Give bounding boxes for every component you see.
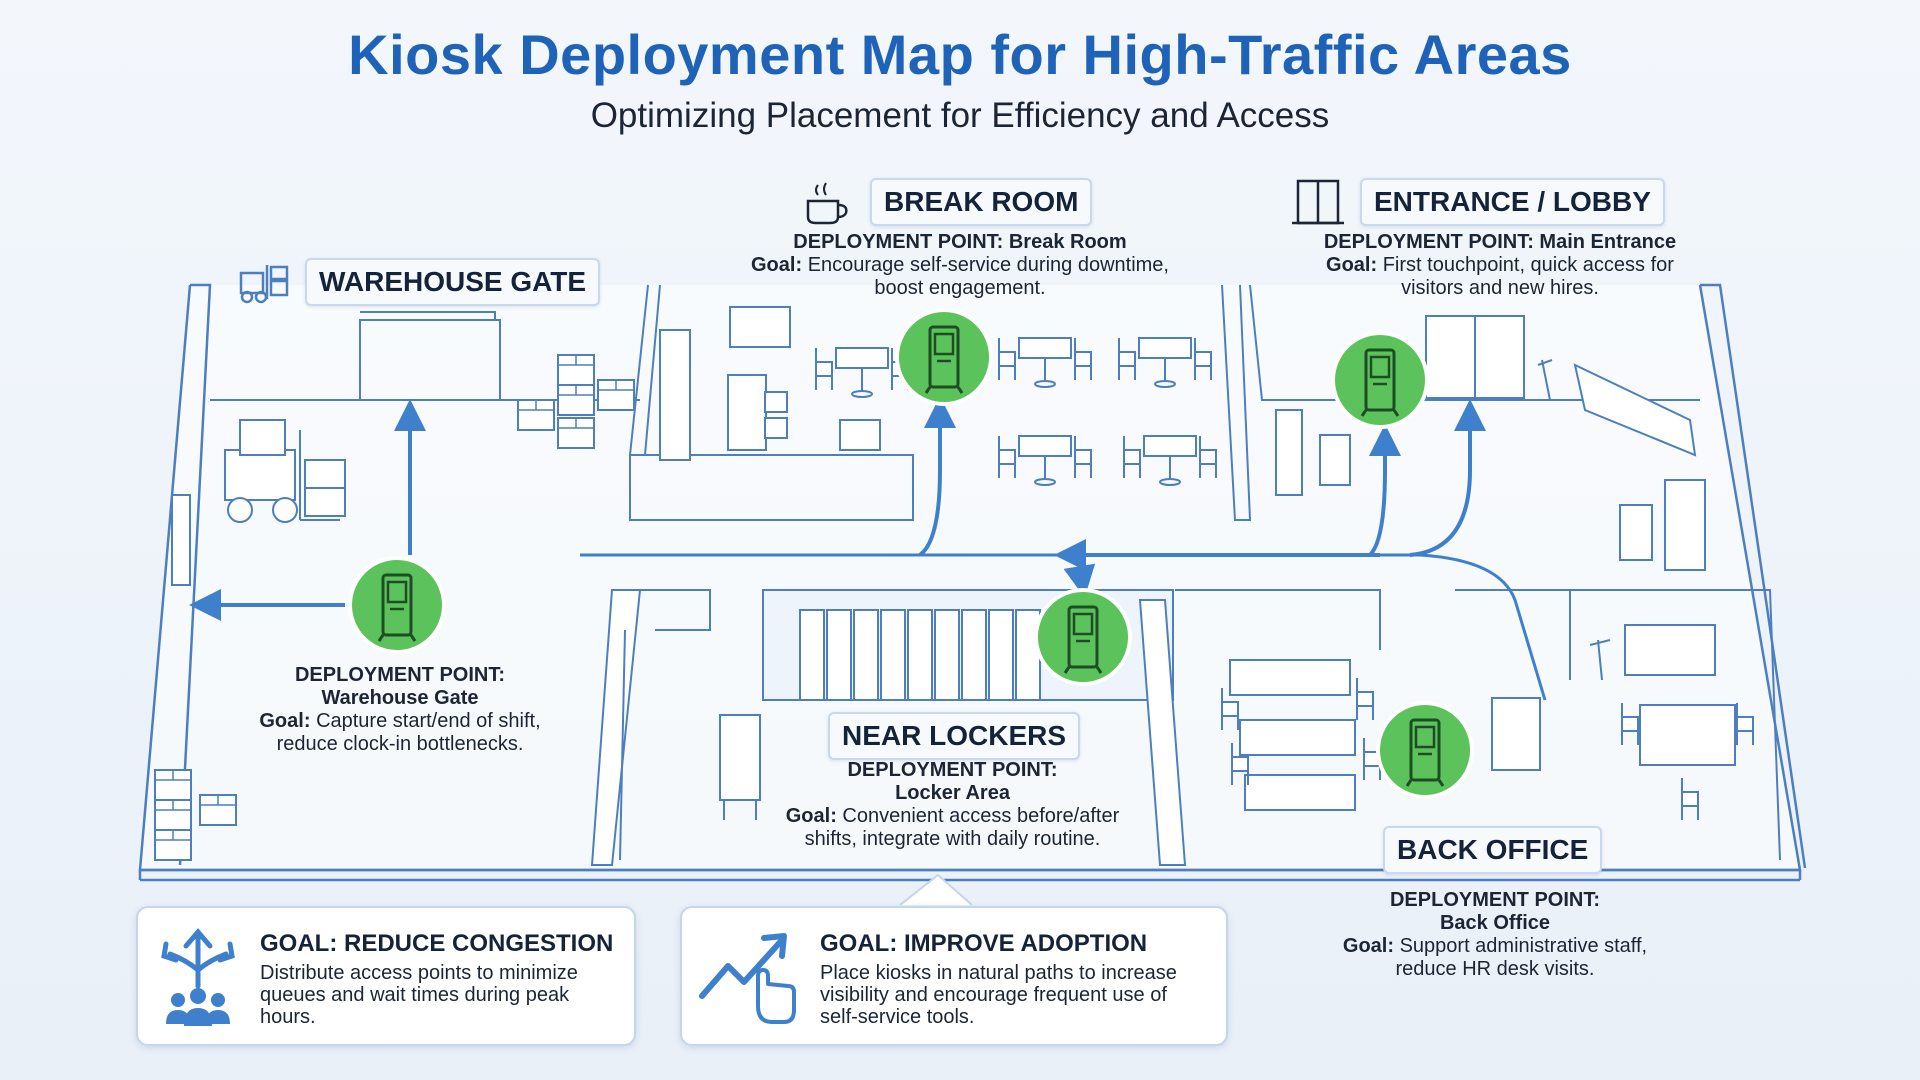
traffic-flow: [189, 396, 1547, 701]
lobby-area: [1249, 284, 1706, 571]
warehouse-gate-label-text: WAREHOUSE GATE: [305, 258, 601, 306]
lockers-goal-line2: shifts, integrate with daily routine.: [804, 828, 1101, 850]
warehouse-area: [154, 311, 640, 861]
lockers-deployment-prefix: DEPLOYMENT POINT:: [847, 759, 1058, 781]
card-congestion-line3: hours.: [260, 1006, 316, 1028]
lockers-goal-prefix: Goal:: [785, 805, 837, 827]
break-room-goal-prefix: Goal:: [751, 254, 803, 276]
back-office-label-text: BACK OFFICE: [1383, 826, 1603, 874]
door-icon: [1292, 179, 1344, 225]
break-room-area: [628, 284, 1252, 521]
entrance-deployment: DEPLOYMENT POINT: Main Entrance: [1323, 231, 1677, 253]
kiosk-break-room[interactable]: [895, 308, 993, 406]
card-improve-adoption: GOAL: IMPROVE ADOPTION Place kiosks in n…: [680, 906, 1228, 1046]
lockers-area: [590, 589, 1187, 866]
back-office-goal-prefix: Goal:: [1342, 935, 1395, 957]
entrance-goal-line1: First touchpoint, quick access for: [1382, 254, 1674, 276]
split-arrows-crowd-icon: [161, 928, 235, 1026]
break-room-label: BREAK ROOM: [800, 178, 1093, 226]
growth-arrow-hand-icon: [699, 933, 796, 1024]
page-subtitle: Optimizing Placement for Efficiency and …: [590, 96, 1330, 135]
break-room-deployment: DEPLOYMENT POINT: Break Room: [793, 231, 1127, 253]
lockers-description: DEPLOYMENT POINT: Locker Area Goal: Conv…: [740, 759, 1165, 851]
back-office-label: BACK OFFICE: [1383, 826, 1603, 874]
lockers-deployment-name: Locker Area: [895, 782, 1010, 804]
warehouse-gate-label: WAREHOUSE GATE: [235, 258, 601, 306]
card-congestion-line2: queues and wait times during peak: [260, 984, 570, 1006]
back-office-description: DEPLOYMENT POINT: Back Office Goal: Supp…: [1310, 889, 1680, 981]
lockers-label: NEAR LOCKERS: [828, 712, 1081, 760]
warehouse-description: DEPLOYMENT POINT: Warehouse Gate Goal: C…: [215, 664, 585, 756]
lockers-label-text: NEAR LOCKERS: [828, 712, 1081, 760]
page-title: Kiosk Deployment Map for High-Traffic Ar…: [348, 23, 1572, 86]
card-congestion-line1: Distribute access points to minimize: [260, 962, 578, 984]
back-office-deployment-name: Back Office: [1439, 912, 1551, 934]
card-adoption-line1: Place kiosks in natural paths to increas…: [820, 962, 1177, 984]
coffee-cup-icon: [806, 182, 848, 225]
kiosk-back-office[interactable]: [1376, 701, 1474, 799]
entrance-goal-prefix: Goal:: [1326, 254, 1378, 276]
forklift: [224, 419, 346, 523]
warehouse-goal-line1: Capture start/end of shift,: [316, 710, 541, 732]
locker-bank: [799, 609, 1041, 701]
kiosk-entrance[interactable]: [1331, 331, 1429, 429]
back-office-deployment-prefix: DEPLOYMENT POINT:: [1389, 889, 1600, 911]
entrance-description: DEPLOYMENT POINT: Main Entrance Goal: Fi…: [1290, 231, 1710, 300]
lockers-goal-line1: Convenient access before/after: [842, 805, 1120, 827]
entrance-goal-line2: visitors and new hires.: [1401, 277, 1599, 299]
break-room-goal-line2: boost engagement.: [874, 277, 1046, 299]
back-office-area: [1175, 589, 1781, 861]
card-adoption-title: GOAL: IMPROVE ADOPTION: [820, 930, 1148, 957]
break-room-description: DEPLOYMENT POINT: Break Room Goal: Encou…: [720, 231, 1200, 300]
card-congestion-title: GOAL: REDUCE CONGESTION: [260, 930, 614, 957]
back-office-goal-line1: Support administrative staff,: [1399, 935, 1648, 957]
back-office-goal-line2: reduce HR desk visits.: [1395, 958, 1595, 980]
entrance-label-text: ENTRANCE / LOBBY: [1360, 178, 1665, 226]
warehouse-goal-line2: reduce clock-in bottlenecks.: [276, 733, 524, 755]
card-adoption-line2: visibility and encourage frequent use of: [820, 984, 1167, 1006]
forklift-icon: [239, 265, 289, 304]
kiosk-warehouse-gate[interactable]: [348, 556, 446, 654]
entrance-label: ENTRANCE / LOBBY: [1290, 178, 1665, 226]
callout-pointer: [899, 873, 973, 906]
kiosk-lockers[interactable]: [1034, 588, 1132, 686]
card-reduce-congestion: GOAL: REDUCE CONGESTION Distribute acces…: [136, 906, 636, 1046]
warehouse-deployment-prefix: DEPLOYMENT POINT:: [294, 664, 505, 686]
warehouse-goal-prefix: Goal:: [259, 710, 311, 732]
break-room-label-text: BREAK ROOM: [870, 178, 1093, 226]
warehouse-deployment-name: Warehouse Gate: [321, 687, 479, 709]
card-adoption-line3: self-service tools.: [820, 1006, 975, 1028]
break-room-goal-line1: Encourage self-service during downtime,: [807, 254, 1169, 276]
